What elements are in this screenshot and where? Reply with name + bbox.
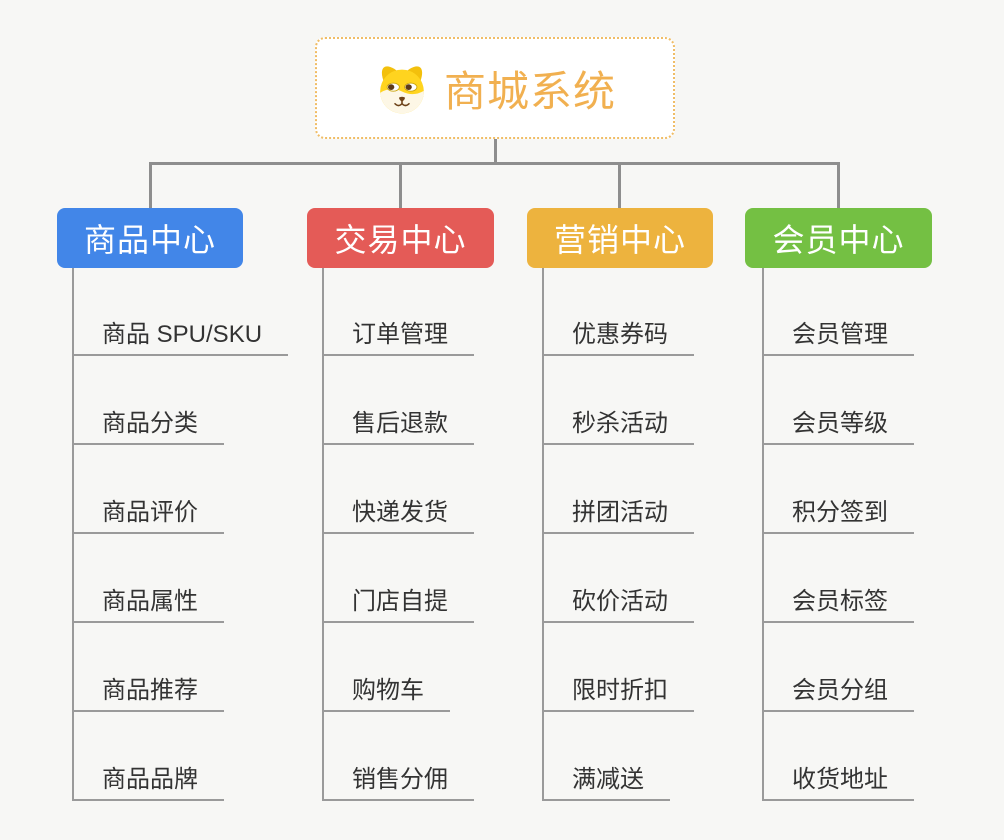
child-node[interactable]: 满减送: [542, 753, 670, 801]
child-node[interactable]: 商品评价: [72, 486, 224, 534]
child-node[interactable]: 砍价活动: [542, 575, 694, 623]
connector-horizontal-bar: [149, 162, 840, 165]
connector-drop-1: [149, 162, 152, 208]
dog-face-icon: [374, 59, 430, 117]
child-node[interactable]: 会员等级: [762, 397, 914, 445]
branch-spine-3: [542, 268, 544, 801]
branch-node-label: 交易中心: [334, 222, 467, 258]
branch-node-label: 会员中心: [772, 222, 905, 258]
child-node[interactable]: 商品品牌: [72, 753, 224, 801]
connector-root-stem: [494, 139, 497, 165]
child-node[interactable]: 限时折扣: [542, 664, 694, 712]
branch-node-marketing-center[interactable]: 营销中心: [527, 208, 713, 268]
branch-spine-2: [322, 268, 324, 801]
child-node[interactable]: 商品 SPU/SKU: [72, 308, 289, 356]
child-node[interactable]: 购物车: [322, 664, 450, 712]
branch-node-member-center[interactable]: 会员中心: [745, 208, 932, 268]
connector-drop-2: [399, 162, 402, 208]
child-node[interactable]: 会员标签: [762, 575, 914, 623]
child-node[interactable]: 销售分佣: [322, 753, 474, 801]
child-node[interactable]: 会员分组: [762, 664, 914, 712]
child-node[interactable]: 收货地址: [762, 753, 914, 801]
child-node[interactable]: 拼团活动: [542, 486, 694, 534]
child-node[interactable]: 售后退款: [322, 397, 474, 445]
connector-drop-3: [618, 162, 621, 208]
child-node[interactable]: 优惠券码: [542, 308, 694, 356]
branch-node-trade-center[interactable]: 交易中心: [307, 208, 494, 268]
child-node[interactable]: 商品推荐: [72, 664, 224, 712]
child-node[interactable]: 会员管理: [762, 308, 914, 356]
child-node[interactable]: 门店自提: [322, 575, 474, 623]
child-node[interactable]: 积分签到: [762, 486, 914, 534]
connector-drop-4: [837, 162, 840, 208]
root-node[interactable]: 商城系统: [315, 37, 675, 139]
child-node[interactable]: 快递发货: [322, 486, 474, 534]
child-node[interactable]: 商品分类: [72, 397, 224, 445]
branch-node-label: 营销中心: [553, 222, 686, 258]
branch-spine-4: [762, 268, 764, 801]
branch-node-label: 商品中心: [83, 222, 216, 258]
branch-spine-1: [72, 268, 74, 801]
child-node[interactable]: 商品属性: [72, 575, 224, 623]
root-node-label: 商城系统: [443, 67, 616, 115]
child-node[interactable]: 秒杀活动: [542, 397, 694, 445]
branch-node-product-center[interactable]: 商品中心: [57, 208, 243, 268]
child-node[interactable]: 订单管理: [322, 308, 474, 356]
